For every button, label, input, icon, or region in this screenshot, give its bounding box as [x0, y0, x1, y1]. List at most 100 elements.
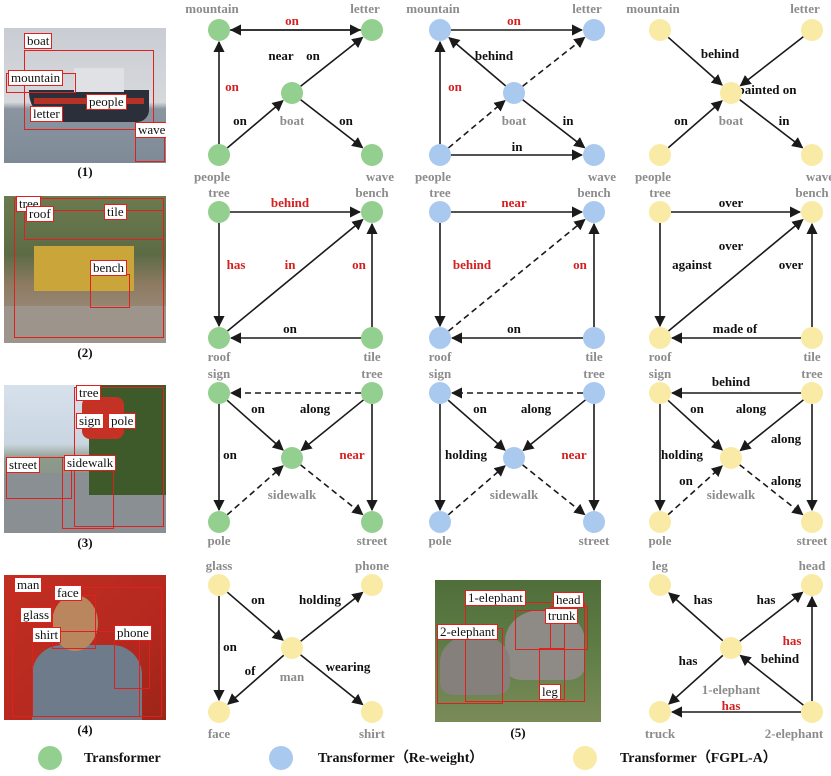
edge-label: behind: [712, 374, 751, 389]
edge-label: wearing: [326, 659, 371, 674]
edge-tree-sidewalk: [300, 399, 364, 452]
edge-label: on: [473, 401, 488, 416]
node-label-man: man: [280, 669, 305, 684]
edge-label: has: [722, 698, 741, 713]
edge-label: along: [771, 431, 802, 446]
node-label-wave: wave: [366, 169, 394, 184]
label-wave: wave: [135, 122, 166, 138]
node-label-sign: sign: [649, 366, 672, 381]
legend-label-fgpl: Transformer（FGPL-A）: [620, 750, 777, 766]
node-label-letter: letter: [572, 1, 602, 16]
node-tree: [649, 201, 671, 223]
man-shirt: [32, 645, 142, 720]
label-shirt: shirt: [32, 627, 62, 643]
edge-label: near: [501, 195, 527, 210]
edge-tree-sidewalk: [739, 399, 804, 452]
node-tree: [429, 201, 451, 223]
node-label-wave: wave: [806, 169, 831, 184]
edge-pole-sidewalk: [667, 465, 723, 516]
label-phone: phone: [114, 625, 152, 641]
node-label-pole: pole: [648, 533, 671, 548]
node-tile: [361, 327, 383, 349]
edge-mountain-boat: [667, 36, 723, 86]
label-people: people: [86, 94, 127, 110]
edge-people-boat: [667, 100, 723, 149]
label-bench: bench: [90, 260, 128, 276]
node-label-tree: tree: [583, 366, 605, 381]
edge-label: over: [719, 195, 744, 210]
edge-label: in: [563, 113, 575, 128]
edge-boat-letter: [300, 36, 364, 87]
node-label-tree: tree: [429, 185, 451, 200]
label-head: head: [553, 592, 584, 608]
label-boat: boat: [24, 33, 53, 49]
edge-label: behind: [271, 195, 310, 210]
bbox-phone: [114, 639, 150, 689]
node-wave: [583, 144, 605, 166]
label-street: street: [6, 457, 41, 473]
edge-label: on: [223, 447, 238, 462]
node-letter: [361, 19, 383, 41]
node-mountain: [649, 19, 671, 41]
node-tile: [801, 327, 823, 349]
node-label-face: face: [208, 726, 231, 741]
node-face: [208, 701, 230, 723]
node-pole: [649, 511, 671, 533]
edge-label: on: [352, 257, 367, 272]
node-wave: [361, 144, 383, 166]
edge-label: made of: [713, 321, 758, 336]
edge-man-shirt: [300, 654, 364, 706]
legend-label-transformer: Transformer: [84, 751, 161, 766]
node-label-sidewalk: sidewalk: [707, 487, 756, 502]
edge-label: along: [771, 473, 802, 488]
edge-label: on: [507, 321, 522, 336]
edge-pole-sidewalk: [226, 465, 284, 516]
edge-label: along: [300, 401, 331, 416]
photo-elephants: 1-elephant head trunk 2-elephant leg: [435, 580, 601, 722]
edge-label: has: [783, 633, 802, 648]
edge-boat-mountain: [448, 37, 507, 87]
node-tile: [583, 327, 605, 349]
node-tree: [361, 382, 383, 404]
edge-e2-e1: [739, 654, 804, 706]
node-roof: [208, 327, 230, 349]
node-tree: [583, 382, 605, 404]
legend-swatch-fgpl: [573, 746, 597, 770]
edge-sign-sidewalk: [447, 399, 506, 451]
node-label-tree: tree: [361, 366, 383, 381]
edge-label: on: [251, 401, 266, 416]
photo-man: man face glass shirt phone: [4, 575, 166, 720]
label-man: man: [14, 577, 43, 593]
node-sign: [429, 382, 451, 404]
node-label-pole: pole: [207, 533, 230, 548]
legend-label-reweight: Transformer（Re-weight）: [318, 750, 483, 766]
ground-shape: [4, 306, 166, 343]
node-sidewalk: [503, 447, 525, 469]
edge-label: on: [223, 639, 238, 654]
edge-label: against: [672, 257, 712, 272]
edge-glass-man: [226, 591, 284, 641]
node-label-boat: boat: [280, 113, 305, 128]
node-boat: [281, 82, 303, 104]
edge-letter-boat: [739, 36, 804, 87]
edge-label: near: [339, 447, 365, 462]
node-tree: [208, 201, 230, 223]
label-2-elephant: 2-elephant: [437, 624, 498, 640]
node-label-letter: letter: [790, 1, 820, 16]
edge-boat-wave: [739, 99, 804, 149]
node-e1: [720, 637, 742, 659]
node-bench: [583, 201, 605, 223]
edge-sidewalk-street: [300, 464, 364, 516]
edge-label: in: [285, 257, 297, 272]
legend: Transformer Transformer（Re-weight） Transfo…: [38, 746, 777, 770]
edge-label: along: [736, 401, 767, 416]
node-label-bench: bench: [577, 185, 611, 200]
edge-roof-bench: [226, 218, 364, 332]
legend-swatch-reweight: [269, 746, 293, 770]
